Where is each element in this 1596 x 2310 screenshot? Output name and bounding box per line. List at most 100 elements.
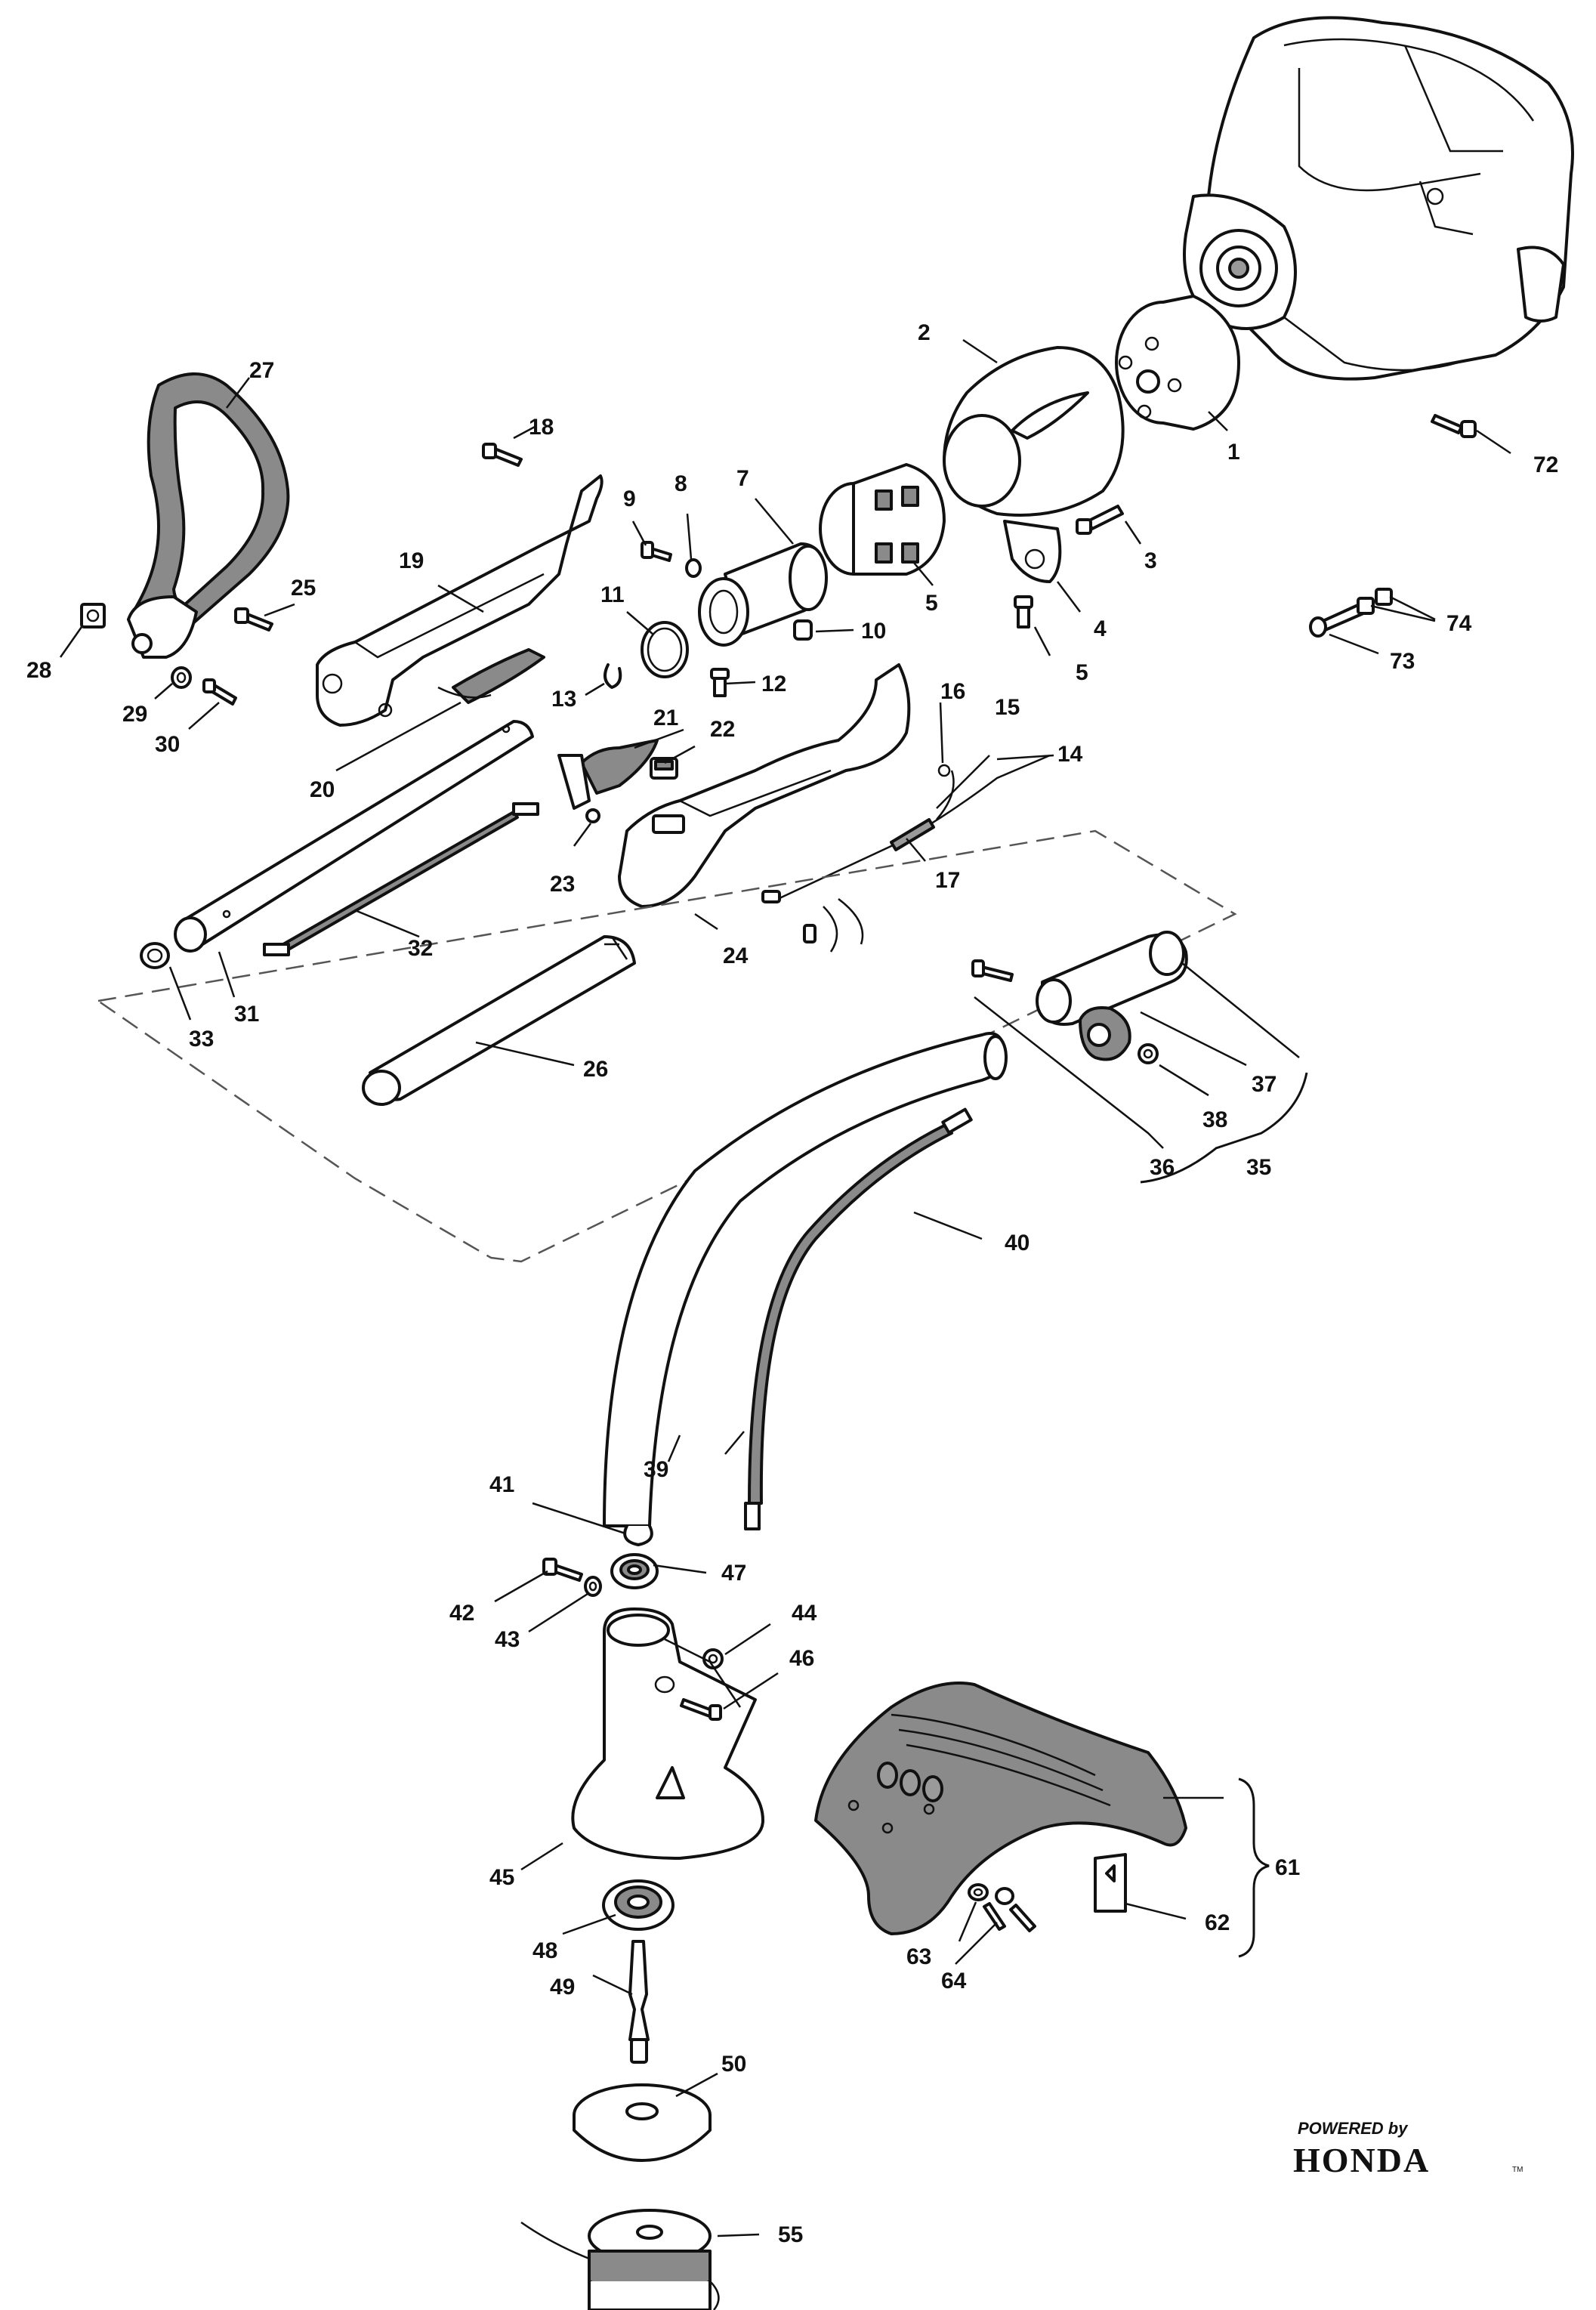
loop-handle [127, 372, 290, 659]
label-33: 33 [189, 1027, 214, 1052]
line-cutter-blade [1094, 1853, 1127, 1913]
label-14: 14 [1057, 742, 1083, 767]
clutch-housing [943, 346, 1125, 517]
screw-64 [983, 1902, 1036, 1932]
grass-guard [814, 1682, 1187, 1935]
label-24: 24 [723, 943, 749, 968]
label-45: 45 [489, 1865, 514, 1890]
handle-clamp [971, 931, 1188, 1064]
label-30: 30 [155, 732, 180, 757]
label-23: 23 [550, 872, 575, 897]
flange-50 [573, 2083, 712, 2162]
label-41: 41 [489, 1472, 514, 1497]
label-42: 42 [449, 1601, 474, 1626]
fitting-73 [1309, 603, 1365, 638]
label-61: 61 [1275, 1855, 1300, 1880]
circlip-13 [604, 663, 622, 689]
label-2: 2 [918, 320, 931, 345]
screw-3 [1076, 505, 1124, 535]
engine [1183, 16, 1574, 381]
label-38: 38 [1202, 1107, 1227, 1132]
anti-vibration-sleeve [819, 463, 946, 576]
label-5-sleeve: 5 [925, 591, 938, 616]
nut-33 [140, 942, 170, 969]
flexible-shaft [744, 1107, 973, 1530]
square-nut-28 [80, 603, 106, 628]
label-48: 48 [533, 1938, 557, 1963]
label-9: 9 [623, 486, 636, 511]
label-10: 10 [861, 619, 886, 644]
label-50: 50 [721, 2052, 746, 2077]
powered-by-honda-logo: POWERED by HONDA TM [1293, 2119, 1523, 2179]
label-8: 8 [675, 471, 687, 496]
label-20: 20 [310, 777, 335, 802]
screw-25 [234, 607, 273, 632]
label-16: 16 [940, 679, 965, 704]
label-46: 46 [789, 1646, 814, 1671]
label-11: 11 [600, 582, 625, 607]
bearing-47 [610, 1553, 659, 1589]
screw-12 [710, 668, 730, 697]
label-55: 55 [778, 2222, 803, 2247]
screw-46 [680, 1698, 722, 1721]
label-26: 26 [583, 1057, 608, 1082]
label-13: 13 [551, 687, 576, 712]
label-17: 17 [935, 868, 960, 893]
drive-shaft [263, 802, 539, 956]
bent-tube [603, 1032, 1008, 1527]
gear-head [571, 1607, 764, 1860]
label-62: 62 [1205, 1910, 1230, 1935]
screw-72 [1431, 414, 1477, 438]
label-47: 47 [721, 1561, 746, 1586]
logo-brand: HONDA [1293, 2141, 1430, 2179]
label-40: 40 [1005, 1231, 1030, 1255]
circlip-41 [623, 1524, 653, 1546]
label-29: 29 [122, 702, 147, 727]
washer-64 [995, 1887, 1014, 1905]
screw-30 [202, 678, 237, 706]
washer-29 [171, 666, 192, 689]
circlip-23 [585, 808, 600, 823]
label-32: 32 [408, 936, 433, 961]
ring-11 [641, 621, 689, 678]
trimmer-head [520, 2209, 720, 2310]
label-5-lower: 5 [1076, 660, 1088, 685]
label-73: 73 [1390, 649, 1415, 674]
stop-switch [650, 757, 678, 780]
spindle [628, 1940, 650, 2064]
logo-trademark: TM [1512, 2166, 1523, 2174]
label-18: 18 [529, 415, 554, 440]
screw-5 [1014, 595, 1033, 628]
label-21: 21 [653, 706, 678, 730]
bearing-48 [602, 1879, 675, 1931]
label-19: 19 [399, 548, 424, 573]
label-63: 63 [906, 1944, 931, 1969]
logo-powered-by: POWERED by [1298, 2119, 1409, 2138]
screw-9 [641, 541, 672, 562]
nut-74 [1357, 588, 1393, 615]
label-74: 74 [1446, 611, 1472, 636]
screw-18 [482, 443, 523, 467]
assembly-group-outline [95, 829, 1237, 1263]
drive-tube [174, 720, 534, 953]
label-22: 22 [710, 717, 735, 742]
tube-coupling [698, 542, 828, 647]
nut-10 [793, 619, 813, 641]
label-49: 49 [550, 1975, 575, 2000]
label-64: 64 [941, 1969, 967, 1993]
foam-grip [362, 935, 636, 1106]
mount-bracket [1003, 520, 1062, 583]
part-number-labels: 1 2 3 4 5 5 7 8 9 10 11 12 13 14 15 16 1… [26, 320, 1558, 2247]
label-12: 12 [761, 672, 786, 696]
label-36: 36 [1150, 1155, 1175, 1180]
handle-half [316, 474, 604, 727]
trigger [557, 739, 659, 810]
label-31: 31 [234, 1002, 259, 1027]
label-7: 7 [736, 466, 749, 491]
throttle-lever [437, 648, 545, 704]
label-28: 28 [26, 658, 51, 683]
label-43: 43 [495, 1627, 520, 1652]
screw-42 [542, 1558, 583, 1582]
label-1: 1 [1227, 440, 1240, 465]
